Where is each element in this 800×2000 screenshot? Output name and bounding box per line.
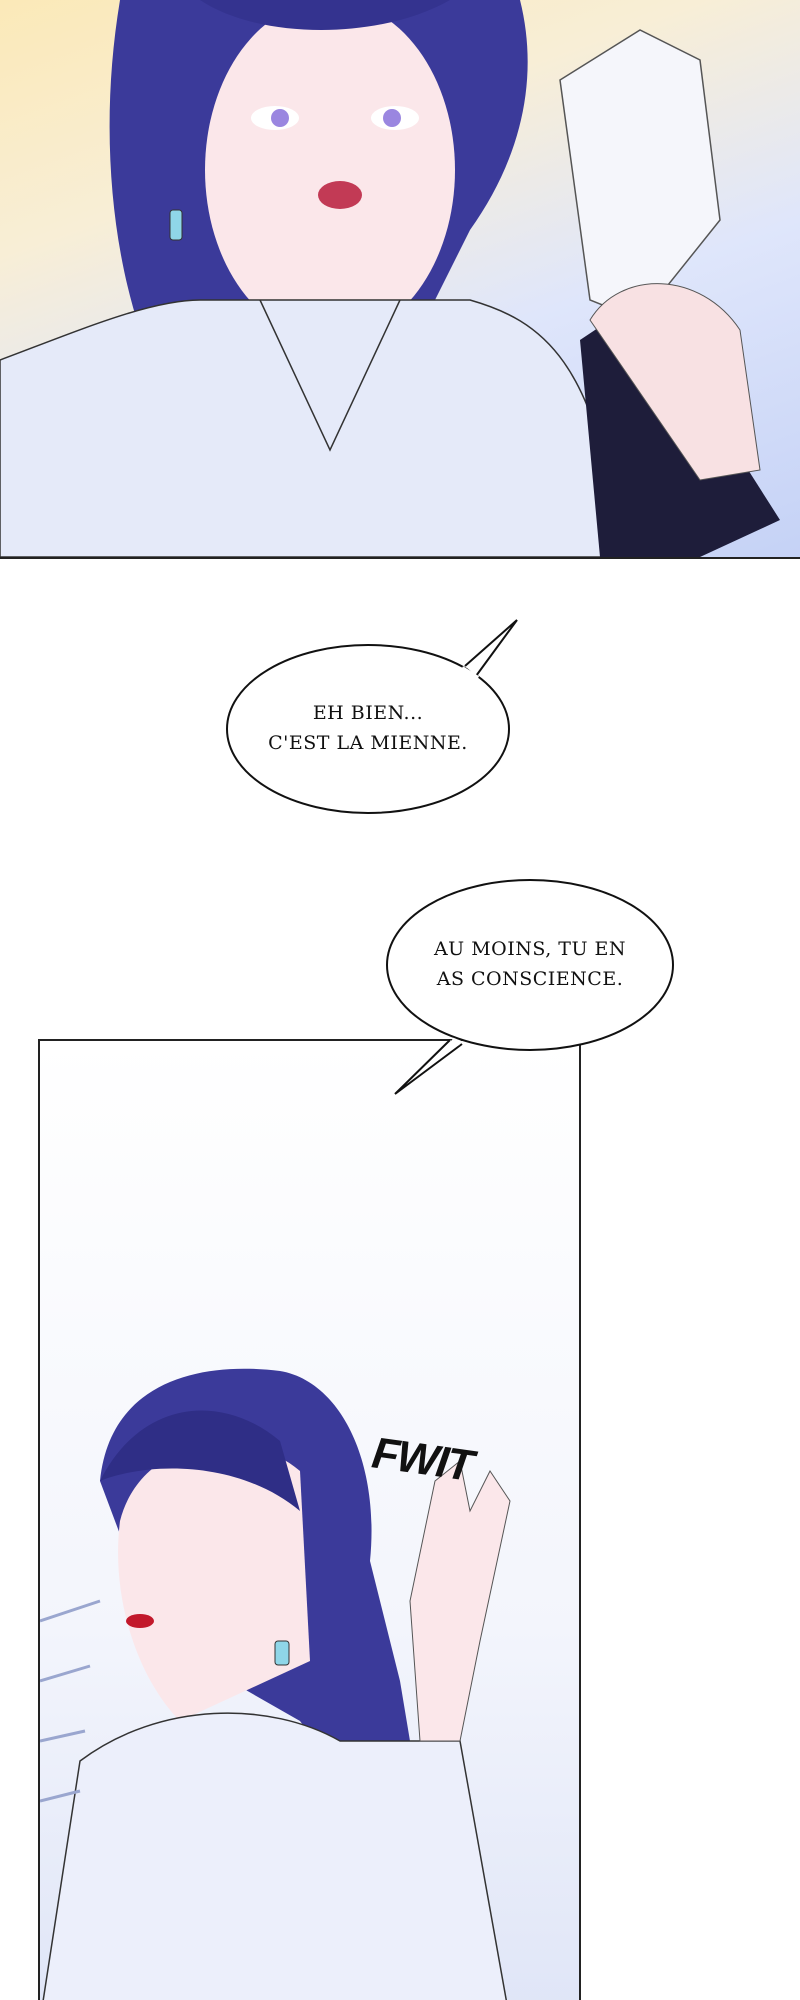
bubble-2-line-2: AS CONSCIENCE. [436, 968, 624, 990]
bubble-2-line-1: AU MOINS, TU EN [433, 938, 627, 960]
panel-man-holding-glove [0, 0, 800, 559]
bubble-1-line-2: C'EST LA MIENNE. [268, 732, 468, 754]
panel-man-flicking-hair [38, 1039, 581, 2000]
bubble-1-line-1: EH BIEN... [312, 702, 424, 724]
speech-bubble-1-text: EH BIEN... C'EST LA MIENNE. [248, 698, 488, 758]
speech-bubble-2-text: AU MOINS, TU EN AS CONSCIENCE. [420, 934, 640, 994]
panel-2-artwork [40, 1368, 511, 2000]
panel-1-artwork [0, 0, 780, 557]
